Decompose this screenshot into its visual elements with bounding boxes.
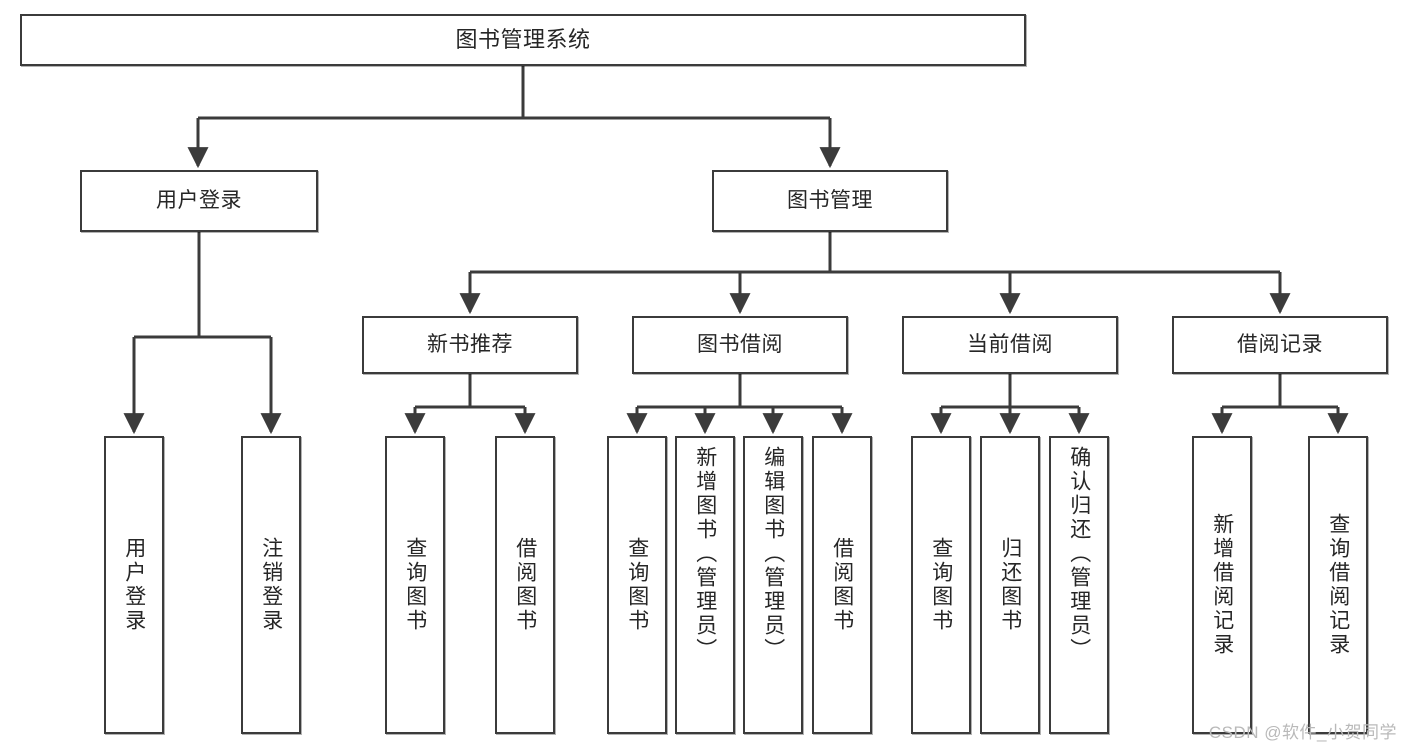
node-current-borrow[interactable]: 当前借阅: [902, 316, 1118, 374]
node-new-book-recommend[interactable]: 新书推荐: [362, 316, 578, 374]
node-user-login[interactable]: 用户登录: [80, 170, 318, 232]
node-leaf-confirm-return[interactable]: 确认归还（管理员）: [1049, 436, 1109, 734]
node-leaf-edit-book[interactable]: 编辑图书（管理员）: [743, 436, 803, 734]
watermark: CSDN @软件_小贺同学: [1208, 723, 1397, 742]
node-leaf-user-login-label: 用户登录: [122, 537, 146, 633]
node-book-borrow[interactable]: 图书借阅: [632, 316, 848, 374]
node-leaf-query-book-2[interactable]: 查询图书: [607, 436, 667, 734]
node-leaf-add-book-label: 新增图书（管理员）: [693, 446, 717, 662]
node-leaf-query-book-1-label: 查询图书: [403, 537, 427, 633]
node-leaf-user-login[interactable]: 用户登录: [104, 436, 164, 734]
node-leaf-edit-book-label: 编辑图书（管理员）: [761, 446, 785, 662]
node-leaf-query-book-3[interactable]: 查询图书: [911, 436, 971, 734]
node-leaf-logout-login[interactable]: 注销登录: [241, 436, 301, 734]
node-user-login-label: 用户登录: [156, 188, 242, 212]
node-leaf-query-book-3-label: 查询图书: [929, 537, 953, 633]
node-leaf-borrow-book-2[interactable]: 借阅图书: [812, 436, 872, 734]
node-current-borrow-label: 当前借阅: [967, 332, 1053, 356]
node-leaf-query-borrow-record[interactable]: 查询借阅记录: [1308, 436, 1368, 734]
node-leaf-query-borrow-record-label: 查询借阅记录: [1326, 513, 1350, 657]
node-new-book-recommend-label: 新书推荐: [427, 332, 513, 356]
node-leaf-return-book-label: 归还图书: [998, 537, 1022, 633]
node-leaf-query-book-2-label: 查询图书: [625, 537, 649, 633]
node-leaf-borrow-book-2-label: 借阅图书: [830, 537, 854, 633]
node-leaf-add-borrow-record[interactable]: 新增借阅记录: [1192, 436, 1252, 734]
node-leaf-query-book-1[interactable]: 查询图书: [385, 436, 445, 734]
node-leaf-add-book[interactable]: 新增图书（管理员）: [675, 436, 735, 734]
node-root[interactable]: 图书管理系统: [20, 14, 1026, 66]
node-borrow-record[interactable]: 借阅记录: [1172, 316, 1388, 374]
node-leaf-return-book[interactable]: 归还图书: [980, 436, 1040, 734]
node-leaf-borrow-book-1-label: 借阅图书: [513, 537, 537, 633]
node-leaf-borrow-book-1[interactable]: 借阅图书: [495, 436, 555, 734]
node-leaf-logout-login-label: 注销登录: [259, 537, 283, 633]
node-leaf-confirm-return-label: 确认归还（管理员）: [1067, 446, 1091, 662]
node-leaf-add-borrow-record-label: 新增借阅记录: [1210, 513, 1234, 657]
node-root-label: 图书管理系统: [455, 27, 591, 53]
node-book-borrow-label: 图书借阅: [697, 332, 783, 356]
node-borrow-record-label: 借阅记录: [1237, 332, 1323, 356]
node-book-manage-label: 图书管理: [787, 188, 873, 212]
node-book-manage[interactable]: 图书管理: [712, 170, 948, 232]
